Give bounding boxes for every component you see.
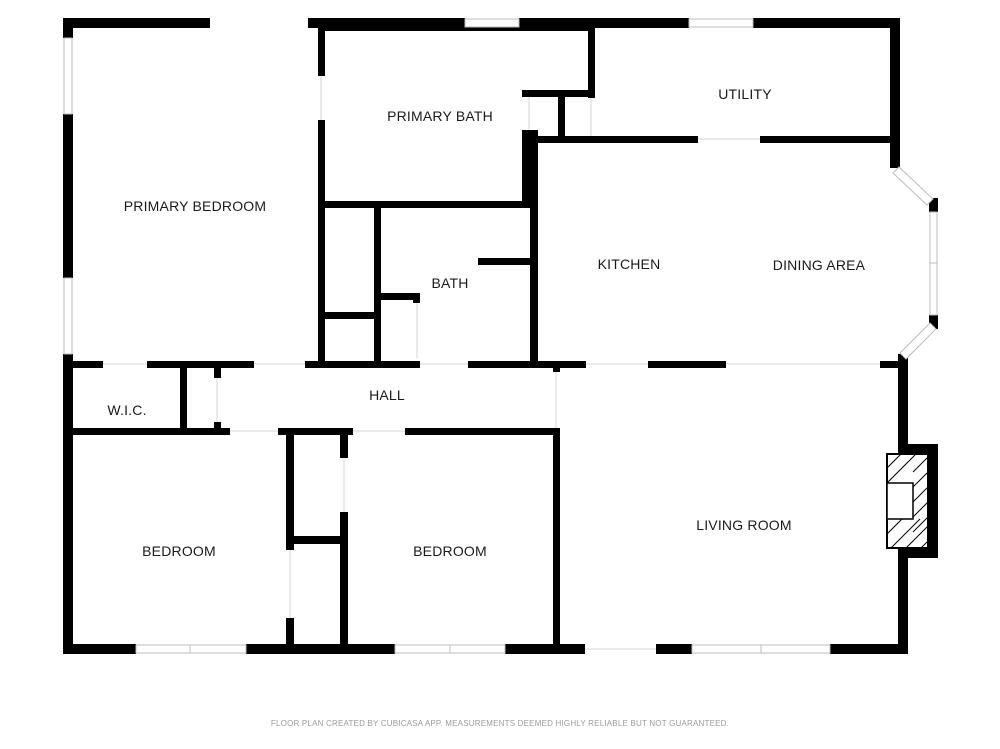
window <box>63 277 73 355</box>
room-label-utility: UTILITY <box>718 86 772 102</box>
window <box>892 166 934 206</box>
room-label-hall: HALL <box>369 387 405 403</box>
room-label-kitchen: KITCHEN <box>598 256 661 272</box>
walls <box>63 18 938 654</box>
room-label-primary-bedroom: PRIMARY BEDROOM <box>124 198 267 214</box>
room-label-living-room: LIVING ROOM <box>696 517 792 533</box>
room-label-dining-area: DINING AREA <box>773 257 866 273</box>
room-label-bedroom-middle: BEDROOM <box>413 543 487 559</box>
window <box>464 18 520 28</box>
window-mullions <box>189 262 937 653</box>
window <box>135 644 247 654</box>
room-label-wic: W.I.C. <box>107 402 146 418</box>
footer-disclaimer: FLOOR PLAN CREATED BY CUBICASA APP. MEAS… <box>271 719 729 728</box>
window <box>899 322 937 360</box>
room-label-bedroom-left: BEDROOM <box>142 543 216 559</box>
fireplace <box>886 453 929 549</box>
room-label-bath: BATH <box>431 275 468 291</box>
window <box>688 18 754 28</box>
door-openings <box>103 76 880 650</box>
window <box>63 37 73 115</box>
room-label-primary-bath: PRIMARY BATH <box>387 108 493 124</box>
